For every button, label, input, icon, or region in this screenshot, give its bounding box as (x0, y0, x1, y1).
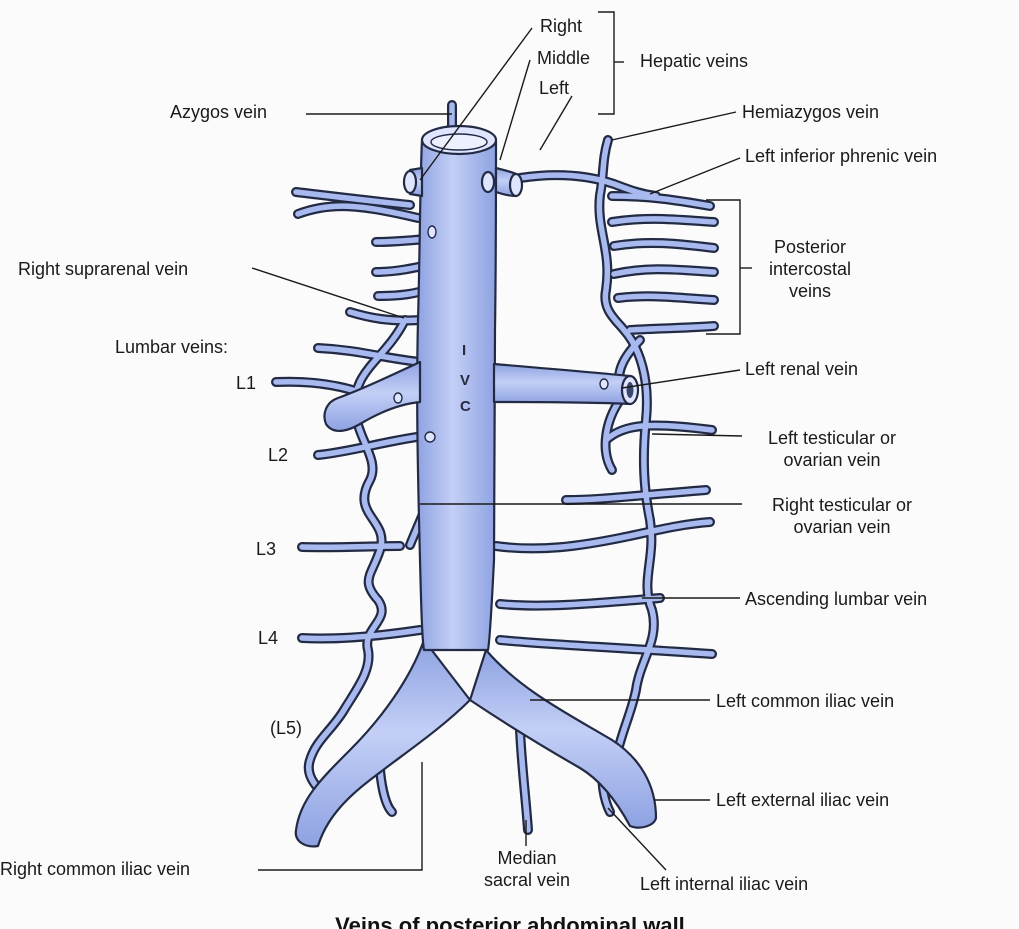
label-left-common-iliac-vein: Left common iliac vein (716, 691, 895, 711)
figure-caption: Veins of posterior abdominal wall (335, 913, 685, 929)
label-l5: (L5) (270, 718, 303, 738)
label-hepatic-left: Left (539, 78, 570, 98)
ivc-letter-c: C (460, 398, 471, 415)
label-left-renal-vein: Left renal vein (745, 359, 859, 379)
label-line: intercostal (768, 259, 852, 279)
label-lumbar-veins: Lumbar veins: (115, 337, 229, 357)
label-hepatic-veins: Hepatic veins (640, 51, 749, 71)
label-hepatic-right: Right (540, 16, 583, 36)
label-ascending-lumbar-vein: Ascending lumbar vein (745, 589, 928, 609)
label-left-external-iliac-vein: Left external iliac vein (716, 790, 890, 810)
label-median-sacral-vein: Median sacral vein (470, 847, 584, 891)
label-hepatic-middle: Middle (537, 48, 591, 68)
label-left-testicular-vein: Left testicular or ovarian vein (742, 427, 922, 471)
label-line: Right testicular or (771, 495, 913, 515)
label-right-common-iliac-vein: Right common iliac vein (0, 859, 191, 879)
label-line: Left testicular or (767, 428, 897, 448)
label-line: veins (788, 281, 832, 301)
label-right-suprarenal-vein: Right suprarenal vein (18, 259, 189, 279)
label-posterior-intercostal-veins: Posterior intercostal veins (760, 236, 860, 302)
label-right-testicular-vein: Right testicular or ovarian vein (744, 494, 940, 538)
label-left-inferior-phrenic-vein: Left inferior phrenic vein (745, 146, 938, 166)
label-line: sacral vein (483, 870, 571, 890)
label-l3: L3 (256, 539, 277, 559)
label-l4: L4 (258, 628, 279, 648)
label-line: ovarian vein (793, 517, 891, 537)
label-left-internal-iliac-vein: Left internal iliac vein (640, 874, 809, 894)
label-line: Posterior (773, 237, 847, 257)
label-line: Median (497, 848, 557, 868)
label-hemiazygos-vein: Hemiazygos vein (742, 102, 880, 122)
label-l1: L1 (236, 373, 257, 393)
ivc-letter-v: V (460, 372, 471, 389)
label-line: ovarian vein (783, 450, 881, 470)
label-azygos-vein: Azygos vein (170, 102, 268, 122)
leader-lines (251, 11, 752, 871)
inferior-vena-cava (294, 124, 658, 848)
ivc-letter-i: I (462, 342, 467, 359)
label-l2: L2 (268, 445, 289, 465)
